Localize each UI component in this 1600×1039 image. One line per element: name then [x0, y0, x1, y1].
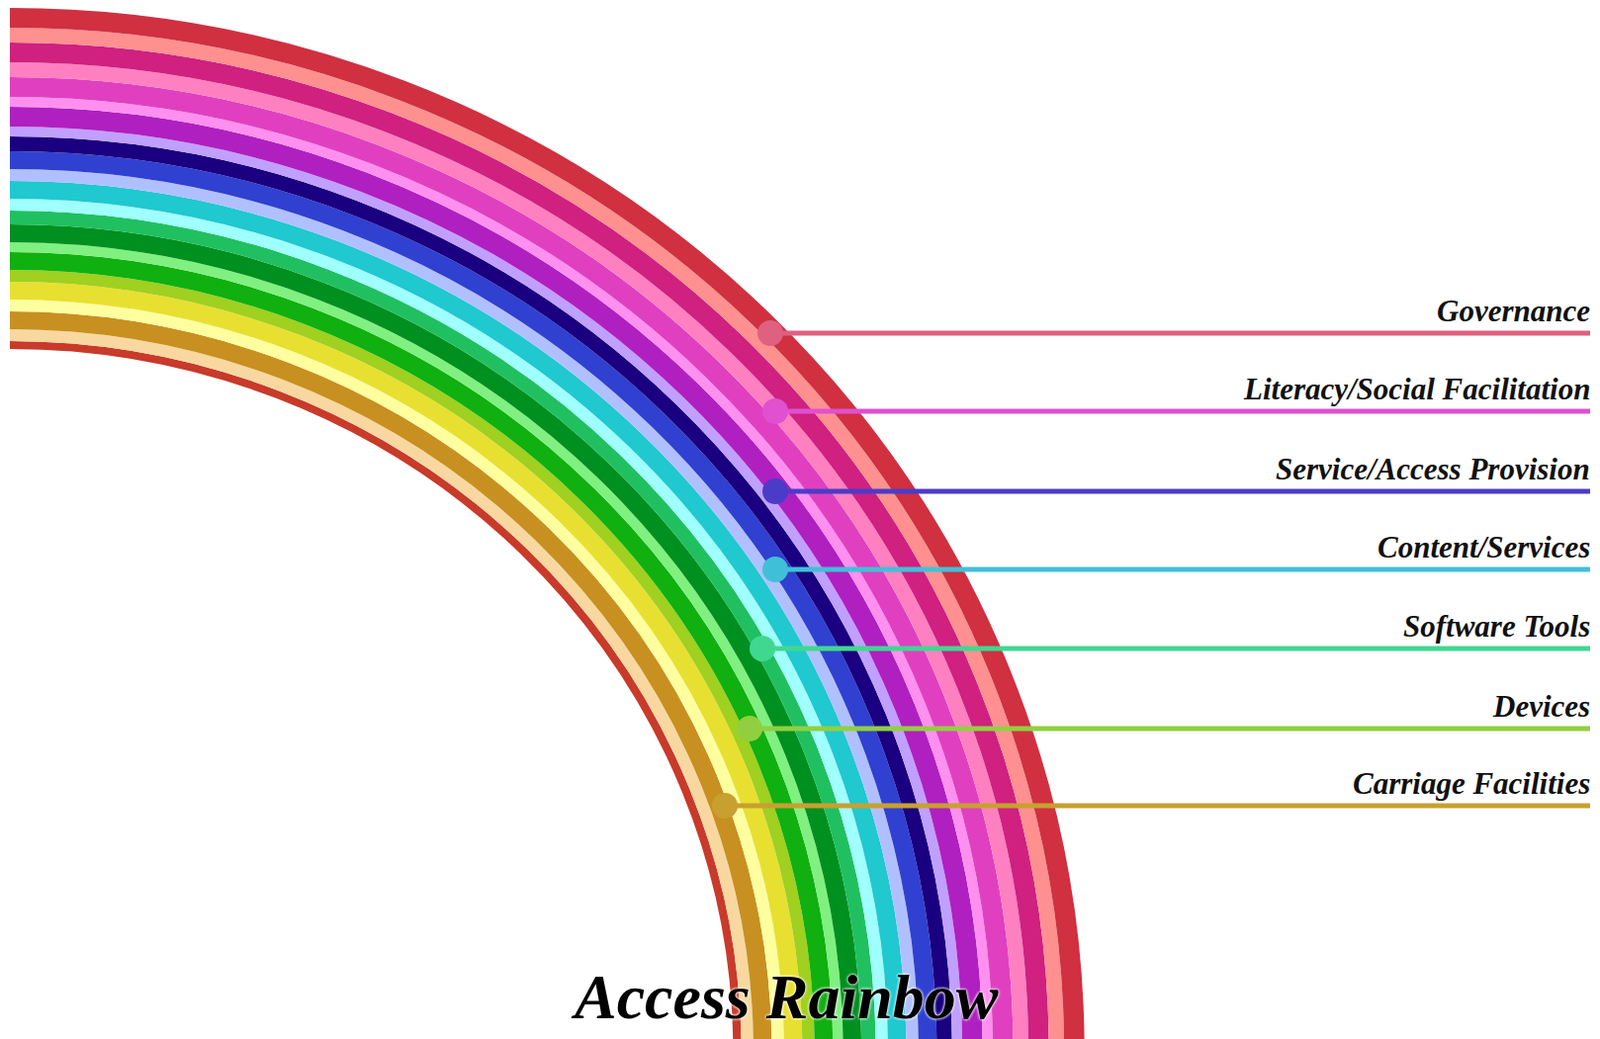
layer-label: Literacy/Social Facilitation: [1244, 372, 1591, 407]
diagram-title: Access Rainbow: [574, 963, 998, 1033]
layer-label: Content/Services: [1377, 531, 1591, 565]
layer-label: Software Tools: [1403, 610, 1591, 644]
layer-label: Service/Access Provision: [1275, 452, 1591, 487]
layer-label: Carriage Facilities: [1352, 767, 1591, 801]
layer-label: Governance: [1436, 294, 1591, 329]
rainbow-bands: [9, 17, 1074, 1039]
leader-lines: [711, 320, 1591, 819]
layer-label: Devices: [1493, 690, 1591, 724]
